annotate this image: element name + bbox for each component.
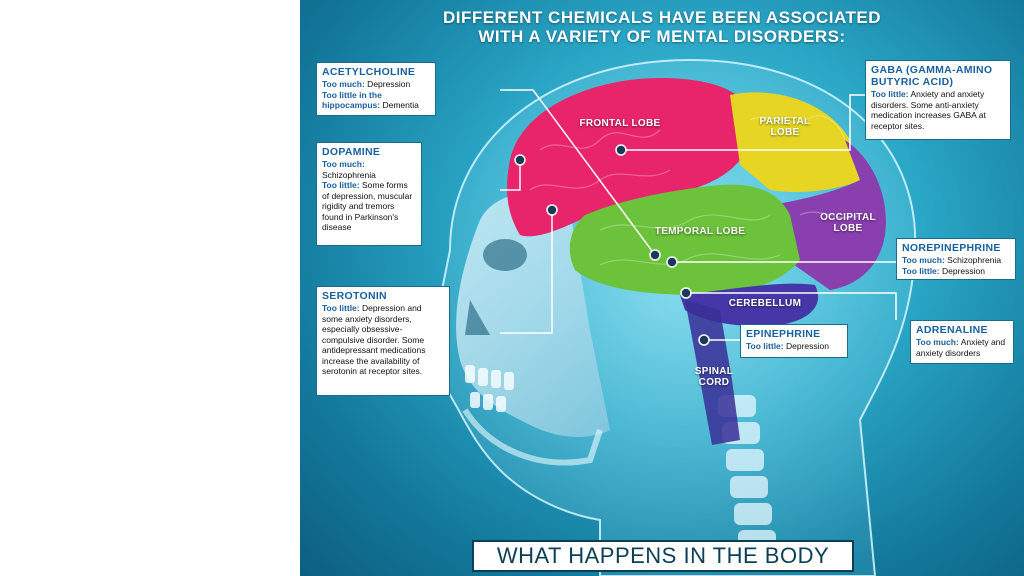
adrenaline-label-1: Too much: <box>916 337 959 347</box>
dopamine-label-1: Too much: <box>322 159 365 169</box>
connector-dots <box>514 144 710 346</box>
jaw <box>462 408 603 466</box>
acetylcholine-heading: ACETYLCHOLINE <box>322 66 416 78</box>
norepinephrine-label-1: Too much: <box>902 255 945 265</box>
spinal-label-line-2: CORD <box>698 377 730 388</box>
acetylcholine-label-2: Too little in the hippocampus: <box>322 89 382 111</box>
acetylcholine-text-1: Depression <box>364 79 411 89</box>
serotonin-box: SEROTONIN Too little: Depression and som… <box>316 286 450 396</box>
serotonin-heading: SEROTONIN <box>322 290 387 302</box>
norepinephrine-text-1: Schizophrenia <box>944 255 1002 265</box>
adrenaline-heading: ADRENALINE <box>916 324 988 336</box>
infographic-panel: DIFFERENT CHEMICALS HAVE BEEN ASSOCIATED… <box>300 0 1024 576</box>
footer-banner: WHAT HAPPENS IN THE BODY <box>472 540 854 572</box>
dot-acetylcholine <box>649 249 661 261</box>
title-line-1: DIFFERENT CHEMICALS HAVE BEEN ASSOCIATED <box>442 8 882 27</box>
epinephrine-label-1: Too little: <box>746 341 784 351</box>
gaba-box: GABA (GAMMA-AMINO BUTYRIC ACID) Too litt… <box>865 60 1011 140</box>
parietal-label-line-1: PARIETAL <box>759 116 811 127</box>
norepinephrine-heading: NOREPINEPHRINE <box>902 242 1001 254</box>
connector-acetylcholine <box>500 89 656 256</box>
dopamine-heading: DOPAMINE <box>322 146 381 158</box>
connector-serotonin <box>500 210 553 334</box>
norepinephrine-label-2: Too little: <box>902 265 940 276</box>
temporal-lobe <box>569 184 800 295</box>
teeth <box>465 365 514 412</box>
eye-socket <box>483 239 527 271</box>
frontal-lobe-label: FRONTAL LOBE <box>579 118 661 129</box>
dopamine-text-2: Some forms of depression, muscular rigid… <box>322 180 413 232</box>
connector-lines <box>500 89 897 341</box>
spinal-cord-label: SPINAL CORD <box>684 366 744 388</box>
dopamine-label-2: Too little: <box>322 180 360 190</box>
gaba-text-1: Anxiety and anxiety disorders. Some anti… <box>871 89 986 131</box>
dot-adrenaline <box>680 287 692 299</box>
connector-adrenaline <box>686 292 897 320</box>
occipital-label-line-1: OCCIPITAL <box>820 212 876 223</box>
frontal-lobe <box>507 78 750 237</box>
norepinephrine-text-2: Depression <box>939 265 985 276</box>
brainstem <box>685 300 740 445</box>
spinal-label-line-1: SPINAL <box>694 366 734 377</box>
cerebellum-label: CEREBELLUM <box>728 298 802 309</box>
gaba-label-1: Too little: <box>871 89 909 99</box>
dopamine-box: DOPAMINE Too much: Schizophrenia Too lit… <box>316 142 422 246</box>
dopamine-text-1: Schizophrenia <box>322 169 376 180</box>
dot-norepinephrine <box>666 256 678 268</box>
serotonin-text-1: Depression and some anxiety disorders, e… <box>322 303 426 376</box>
epinephrine-box: EPINEPHRINE Too little: Depression <box>740 324 848 358</box>
epinephrine-heading: EPINEPHRINE <box>746 328 821 340</box>
temporal-lobe-label: TEMPORAL LOBE <box>654 226 746 237</box>
dot-gaba <box>615 144 627 156</box>
dot-serotonin <box>546 204 558 216</box>
nasal-cavity <box>465 300 490 335</box>
dot-epinephrine <box>698 334 710 346</box>
gaba-heading: GABA (GAMMA-AMINO BUTYRIC ACID) <box>871 64 993 88</box>
epinephrine-text-1: Depression <box>783 341 829 351</box>
adrenaline-box: ADRENALINE Too much: Anxiety and anxiety… <box>910 320 1014 364</box>
connector-gaba <box>621 94 865 151</box>
occipital-lobe <box>770 140 886 290</box>
parietal-lobe <box>730 92 860 192</box>
acetylcholine-label-1: Too much: <box>322 79 365 89</box>
brain-illustration <box>433 58 917 576</box>
occipital-label-line-2: LOBE <box>833 223 863 234</box>
title-line-2: WITH A VARIETY OF MENTAL DISORDERS: <box>478 27 846 46</box>
parietal-lobe-label: PARIETAL LOBE <box>745 116 825 138</box>
adrenaline-text-1: Anxiety and anxiety disorders <box>916 337 1006 358</box>
occipital-lobe-label: OCCIPITAL LOBE <box>808 212 888 234</box>
parietal-label-line-2: LOBE <box>770 127 800 138</box>
connector-dopamine <box>500 160 521 191</box>
dot-dopamine <box>514 154 526 166</box>
acetylcholine-text-2: Dementia <box>380 100 419 110</box>
acetylcholine-box: ACETYLCHOLINE Too much: Depression Too l… <box>316 62 436 116</box>
serotonin-label-1: Too little: <box>322 303 360 313</box>
norepinephrine-box: NOREPINEPHRINE Too much: Schizophrenia T… <box>896 238 1016 280</box>
